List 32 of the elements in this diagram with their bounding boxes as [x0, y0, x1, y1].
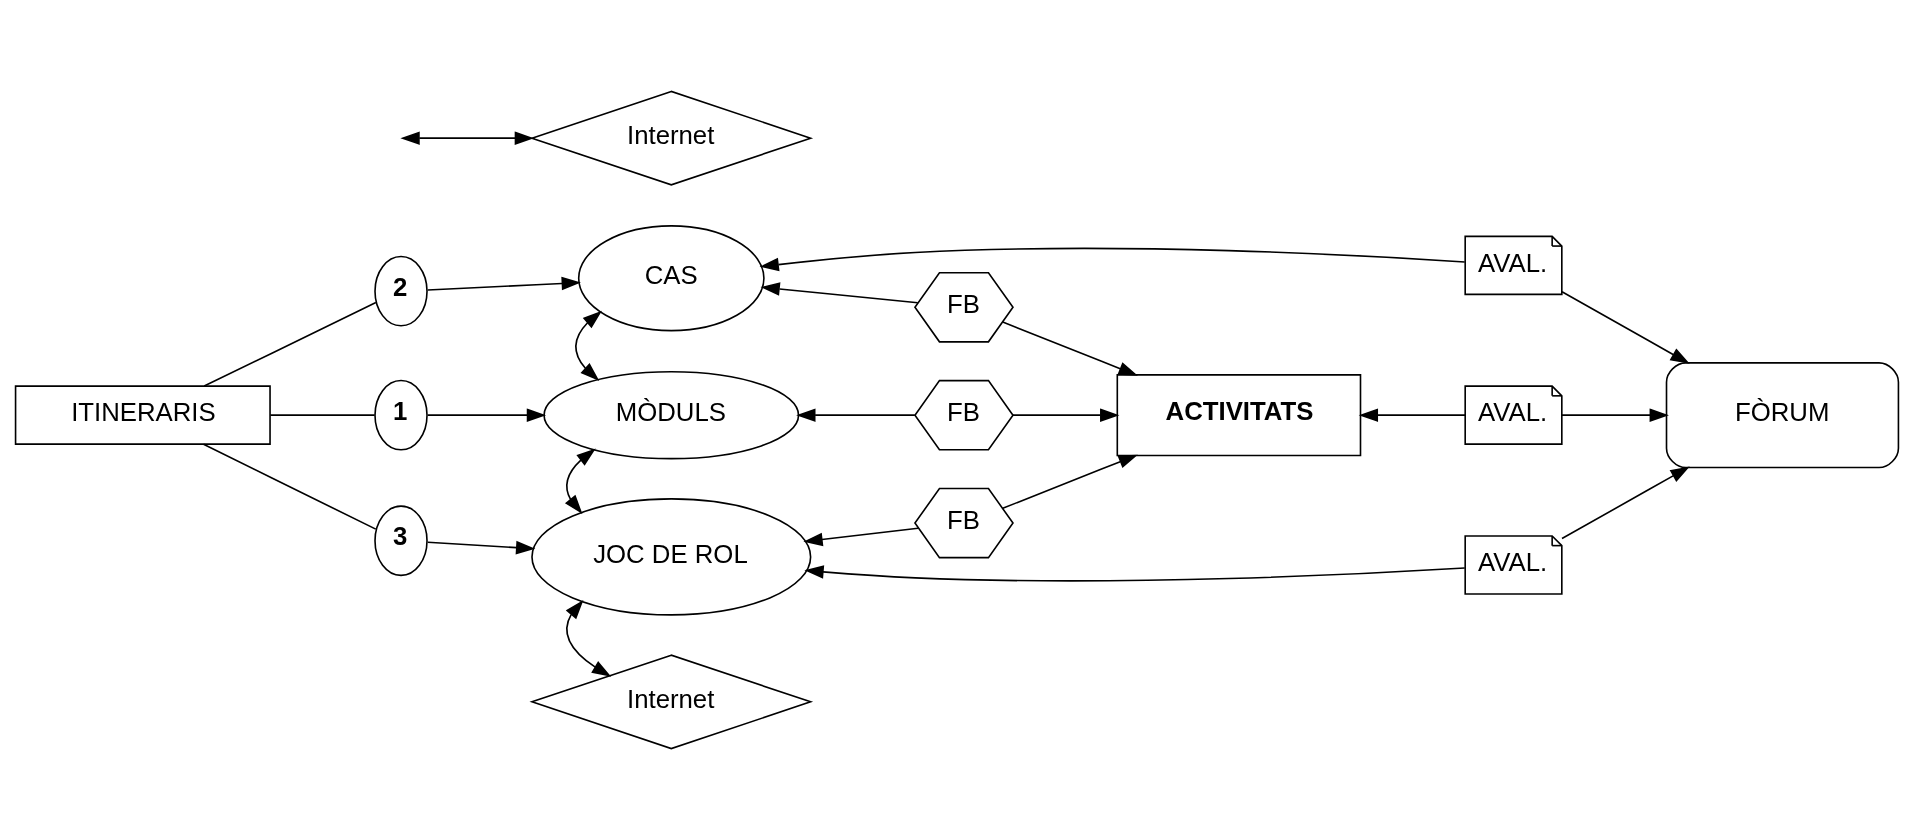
arrow [1358, 408, 1466, 422]
arrow [760, 282, 919, 304]
arrow [804, 565, 1466, 582]
node-box: ITINERARIS [14, 385, 271, 445]
connector [269, 414, 376, 416]
node-diamond: Internet [529, 90, 814, 186]
arrow [1561, 466, 1690, 540]
node-ellipse: 2 [374, 255, 428, 327]
arrow [564, 448, 596, 514]
node-box: ACTIVITATS [1116, 374, 1362, 457]
node-ellipse: 3 [374, 505, 428, 577]
node-box: FÒRUM [1665, 362, 1900, 469]
arrow [803, 527, 919, 547]
arrow [1012, 408, 1120, 422]
arrow [1561, 291, 1690, 364]
connector [203, 301, 377, 387]
arrow [1002, 454, 1138, 510]
arrow [400, 131, 534, 145]
arrow [565, 600, 612, 677]
arrow [575, 310, 602, 381]
arrow [1561, 408, 1669, 422]
node-ellipse: 1 [374, 379, 428, 451]
arrow [759, 247, 1466, 272]
node-ellipse: JOC DE ROL [531, 498, 812, 616]
node-diamond: Internet [529, 654, 814, 750]
node-ellipse: MÒDULS [543, 370, 800, 460]
arrow [1002, 321, 1138, 376]
arrow [426, 540, 536, 555]
arrow [796, 408, 916, 422]
connector [202, 443, 377, 530]
arrow [426, 408, 547, 422]
arrow [426, 276, 581, 291]
